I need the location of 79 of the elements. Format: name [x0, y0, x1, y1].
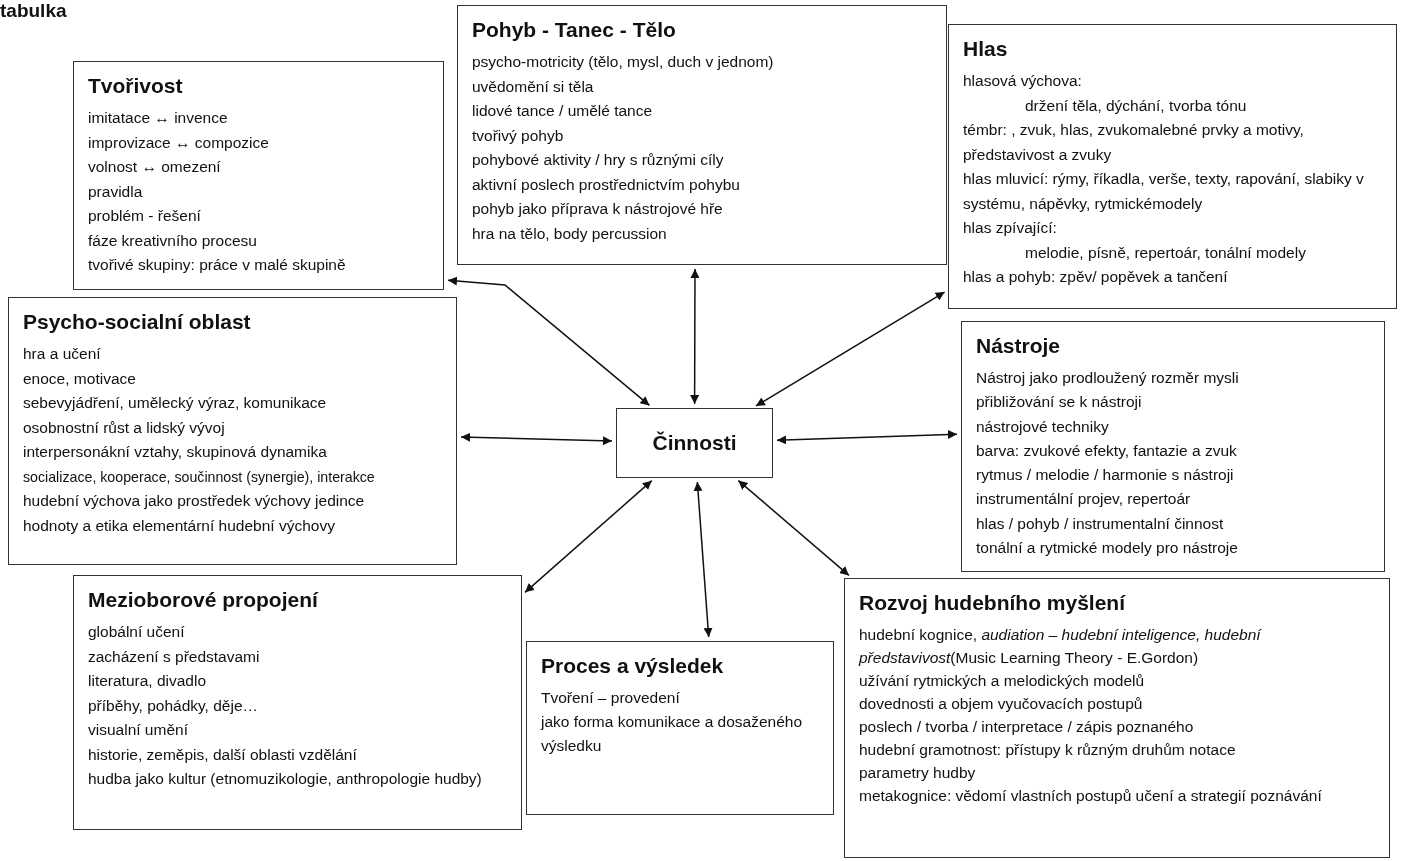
list-item: aktivní poslech prostřednictvím pohybu — [472, 174, 741, 195]
list-item: užívání rytmických a melodických modelů — [859, 671, 1146, 691]
list-item: poslech / tvorba / interpretace / zápis poznaného — [859, 717, 1195, 737]
list-item: jako forma komunikace a dosaženého výsledku — [541, 712, 804, 756]
list-item: parametry hudby — [859, 763, 977, 783]
topic-box — [526, 641, 834, 815]
heading: Mezioborové propojení — [88, 588, 320, 612]
list-item: hudební výchova jako prostředek výchovy jedince — [23, 491, 366, 511]
list-item: hudební kognice, audiation – hudební inteligence, hudební představivost(Music Learning Theory - E.Gordon) — [859, 625, 1263, 668]
list-item: příběhy, pohádky, děje… — [88, 695, 260, 716]
topic-box — [457, 5, 947, 265]
topic-box — [948, 24, 1397, 309]
list-item: zacházení s představami — [88, 646, 261, 667]
double-arrow — [460, 432, 613, 446]
list-item: tvořivé skupiny: práce v malé skupině — [88, 255, 347, 275]
list-item: tonální a rytmické modely pro nástroje — [976, 538, 1239, 559]
double-arrow — [776, 429, 958, 445]
list-item: hra na tělo, body percussion — [472, 223, 668, 244]
heading: Psycho-socialní oblast — [23, 310, 252, 334]
double-arrow — [447, 276, 651, 407]
list-item: držení těla, dýchání, tvorba tónu — [1024, 95, 1248, 116]
list-item: pohybové aktivity / hry s různými cíly — [472, 150, 725, 170]
list-item: enoce, motivace — [23, 368, 137, 389]
list-item: interpersonákní vztahy, skupinová dynamika — [23, 442, 328, 462]
list-item: melodie, písně, repertoár, tonální modely — [1024, 242, 1307, 263]
list-item: hra a učení — [23, 344, 102, 364]
heading: Činnosti — [652, 431, 737, 455]
page-title: tabulka — [0, 0, 67, 22]
topic-box — [961, 321, 1385, 572]
list-item: hudba jako kultur (etnomuzikologie, anthropologie hudby) — [88, 769, 483, 789]
topic-box — [73, 61, 444, 290]
list-item: sebevyjádření, umělecký výraz, komunikace — [23, 393, 328, 413]
list-item: Nástroj jako prodloužený rozměr mysli — [976, 368, 1240, 388]
list-item: visualní umění — [88, 720, 189, 740]
list-item: fáze kreativního procesu — [88, 230, 258, 251]
list-item: volnost ↔ omezení — [88, 157, 222, 177]
list-item: tvořivý pohyb — [472, 125, 565, 146]
list-item: rytmus / melodie / harmonie s nástroji — [976, 465, 1235, 486]
double-arrow — [690, 268, 700, 405]
heading: Hlas — [963, 37, 1009, 61]
list-item: nástrojové techniky — [976, 416, 1110, 437]
list-item: improvizace ↔ compozice — [88, 132, 270, 153]
heading: Tvořivost — [88, 74, 184, 98]
list-item: metakognice: vědomí vlastních postupů učení a strategií poznávání — [859, 786, 1323, 806]
list-item: hlas / pohyb / instrumentalní činnost — [976, 513, 1225, 534]
list-item: pohyb jako příprava k nástrojové hře — [472, 199, 724, 219]
list-item: psycho-motricity (tělo, mysl, duch v jednom) — [472, 52, 775, 72]
heading: Nástroje — [976, 334, 1062, 358]
double-arrow — [755, 291, 946, 407]
list-item: globální učení — [88, 622, 186, 642]
topic-box — [844, 578, 1390, 858]
list-item: uvědomění si těla — [472, 76, 595, 97]
list-item: hlas a pohyb: zpěv/ popěvek a tančení — [963, 267, 1229, 287]
list-item: hodnoty a etika elementární hudební výchovy — [23, 515, 336, 536]
list-item: literatura, divadlo — [88, 671, 208, 691]
list-item: problém - řešení — [88, 206, 202, 226]
heading: Pohyb - Tanec - Tělo — [472, 18, 677, 42]
list-item: Tvoření – provedení — [541, 688, 681, 708]
topic-box — [8, 297, 457, 565]
list-item: instrumentální projev, repertoár — [976, 489, 1192, 510]
list-item: přibližování se k nástroji — [976, 392, 1143, 413]
double-arrow — [524, 479, 653, 594]
list-item: historie, zeměpis, další oblasti vzdělání — [88, 744, 358, 765]
list-item: barva: zvukové efekty, fantazie a zvuk — [976, 440, 1238, 461]
topic-box — [73, 575, 522, 830]
double-arrow — [693, 481, 713, 638]
list-item: hlasová výchova: — [963, 71, 1083, 91]
list-item: osobnostní růst a lidský vývoj — [23, 417, 226, 438]
list-item: pravidla — [88, 181, 144, 202]
heading: Rozvoj hudebního myšlení — [859, 591, 1127, 615]
list-item: hudební gramotnost: přístupy k různým druhům notace — [859, 740, 1237, 760]
double-arrow — [737, 479, 850, 577]
hub-box — [616, 408, 773, 478]
list-item: lidové tance / umělé tance — [472, 101, 654, 121]
heading: Proces a výsledek — [541, 654, 725, 678]
list-item: hlas zpívající: — [963, 218, 1058, 238]
list-item: dovednosti a objem vyučovacích postupů — [859, 694, 1144, 714]
list-item: imitatace ↔ invence — [88, 108, 229, 128]
list-item: socializace, kooperace, součinnost (synergie), interakce — [23, 467, 376, 487]
